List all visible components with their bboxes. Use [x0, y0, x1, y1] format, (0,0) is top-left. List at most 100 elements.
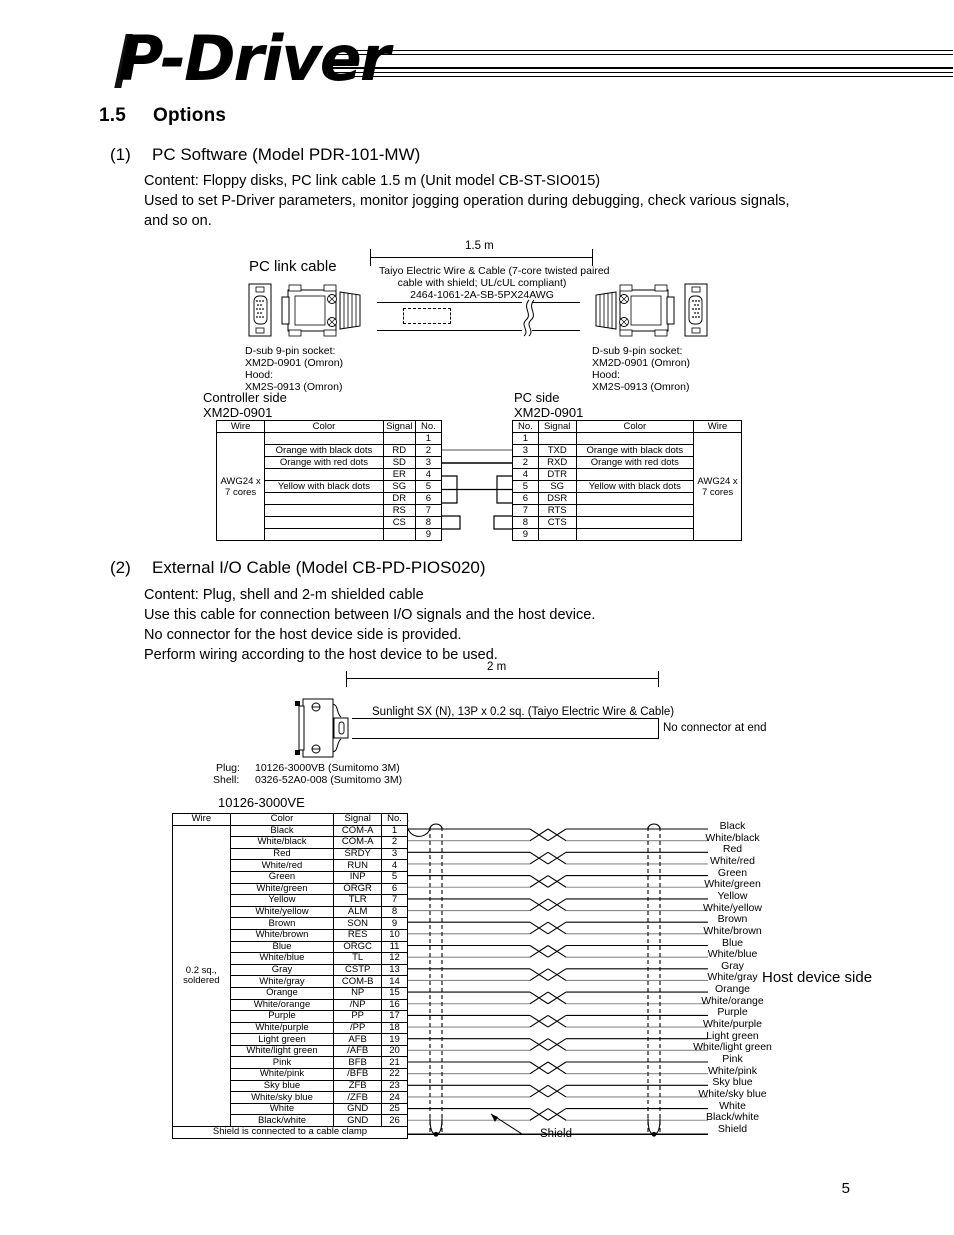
cell-no: 9	[381, 917, 408, 930]
cell-signal: COM-A	[333, 824, 383, 838]
item1-heading: (1)PC Software (Model PDR-101-MW)	[110, 145, 420, 165]
cell-no: 1	[381, 824, 408, 838]
host-wire-label: White/gray	[707, 971, 758, 984]
cell-color: White/pink	[229, 1068, 335, 1081]
th-signal: Signal	[382, 420, 416, 433]
cell-signal: CSTP	[333, 963, 383, 977]
cell-signal: TL	[333, 952, 383, 965]
item2-line-1: Content: Plug, shell and 2-m shielded ca…	[144, 587, 424, 603]
cell-signal: SG	[382, 480, 416, 493]
plug-label: Plug:	[216, 762, 240, 774]
cell-signal: ZFB	[333, 1079, 383, 1093]
cable-spec-line-2: cable with shield; UL/cUL compliant)	[397, 277, 567, 289]
cell-signal: RS	[382, 504, 416, 517]
io-dimension-line	[346, 678, 658, 679]
th-signal: Signal	[333, 813, 383, 826]
cell-signal: SD	[382, 456, 416, 469]
cable-spec-line-3: 2464-1061-2A-SB-5PX24AWG	[410, 289, 554, 301]
cable-length-label: 1.5 m	[465, 240, 494, 252]
cable-edge-top-right	[532, 302, 580, 303]
host-wire-label: Red	[722, 843, 743, 856]
table-footer-row: Shield is connected to a cable clamp	[172, 1126, 408, 1139]
cell-signal: RES	[333, 928, 383, 942]
product-logo: P-Driver	[114, 28, 953, 94]
table-header-row: No. Signal Color Wire	[512, 420, 742, 433]
pc-side-title: PC side	[514, 390, 560, 405]
cable-edge-bottom-left	[377, 330, 522, 331]
host-device-side-label: Host device side	[762, 969, 873, 986]
cell-color	[575, 468, 695, 481]
cell-color: White/red	[229, 859, 335, 872]
cell-no: 3	[414, 456, 443, 469]
cell-color: White/orange	[229, 998, 335, 1012]
host-wire-label: White/yellow	[703, 901, 762, 914]
host-wire-label: White/green	[704, 878, 761, 891]
cell-signal: DTR	[537, 468, 577, 481]
th-color: Color	[575, 420, 695, 433]
cell-signal: SON	[333, 917, 383, 930]
cell-color: Gray	[229, 963, 335, 977]
right-dsub-connector-drawing	[578, 283, 708, 338]
pc-link-cable-caption: PC link cable	[249, 258, 337, 275]
left-note-3: Hood:	[245, 369, 274, 381]
right-note-1: D-sub 9-pin socket:	[592, 345, 683, 357]
cell-no: 13	[381, 963, 408, 977]
io-plug-drawing	[294, 697, 360, 759]
cell-signal: TLR	[333, 894, 383, 907]
cell-signal: CTS	[537, 516, 577, 529]
cell-no: 16	[381, 998, 408, 1012]
right-note-2: XM2D-0901 (Omron)	[592, 357, 691, 369]
cell-no: 21	[381, 1056, 408, 1070]
cell-color	[575, 528, 695, 541]
cell-no: 5	[414, 480, 443, 493]
host-wire-label: Brown	[717, 913, 748, 926]
host-wire-label: White	[719, 1099, 746, 1112]
cell-color: Black/white	[229, 1114, 335, 1128]
right-connector-notes: D-sub 9-pin socket: XM2D-0901 (Omron) Ho…	[592, 345, 690, 393]
cell-color: White/sky blue	[229, 1091, 335, 1104]
cell-color: White/purple	[229, 1021, 335, 1035]
cable-edge-top-left	[377, 302, 522, 303]
item2-heading: (2)External I/O Cable (Model CB-PD-PIOS0…	[110, 558, 486, 578]
cell-no: 4	[512, 468, 539, 481]
host-wire-label: Yellow	[717, 889, 748, 902]
left-note-4: XM2S-0913 (Omron)	[245, 381, 343, 393]
io-cable-end-edge	[658, 718, 659, 739]
table-row: 9	[512, 528, 742, 541]
plug-value: 10126-3000VB (Sumitomo 3M)	[255, 762, 400, 774]
cell-no: 15	[381, 986, 408, 1000]
wire-cell: 0.2 sq.,soldered	[172, 824, 231, 1128]
host-wire-label: White/sky blue	[698, 1087, 767, 1100]
io-cable-end-note: No connector at end	[663, 722, 767, 734]
page-number: 5	[841, 1180, 850, 1197]
cell-signal: /BFB	[333, 1068, 383, 1081]
cell-signal: RXD	[537, 456, 577, 469]
th-no: No.	[381, 813, 408, 826]
io-cable-spec: Sunlight SX (N), 13P x 0.2 sq. (Taiyo El…	[372, 706, 675, 718]
cell-color	[264, 504, 384, 517]
cell-signal: DR	[382, 492, 416, 505]
cell-color: Yellow	[229, 894, 335, 907]
host-wire-label: Green	[717, 866, 748, 879]
cell-no: 3	[381, 847, 408, 861]
cable-marker-box	[403, 308, 451, 324]
dimension-tick-right	[592, 249, 593, 266]
cell-signal: /PP	[333, 1021, 383, 1035]
host-wire-label: Gray	[721, 959, 744, 972]
cell-color: White/black	[229, 836, 335, 849]
cell-color: White/gray	[229, 975, 335, 988]
host-wire-label: Black	[719, 820, 746, 832]
shield-leader	[488, 1112, 544, 1142]
host-wire-label: Light green	[706, 1029, 759, 1042]
logo-wordmark: P-Driver	[118, 22, 390, 95]
